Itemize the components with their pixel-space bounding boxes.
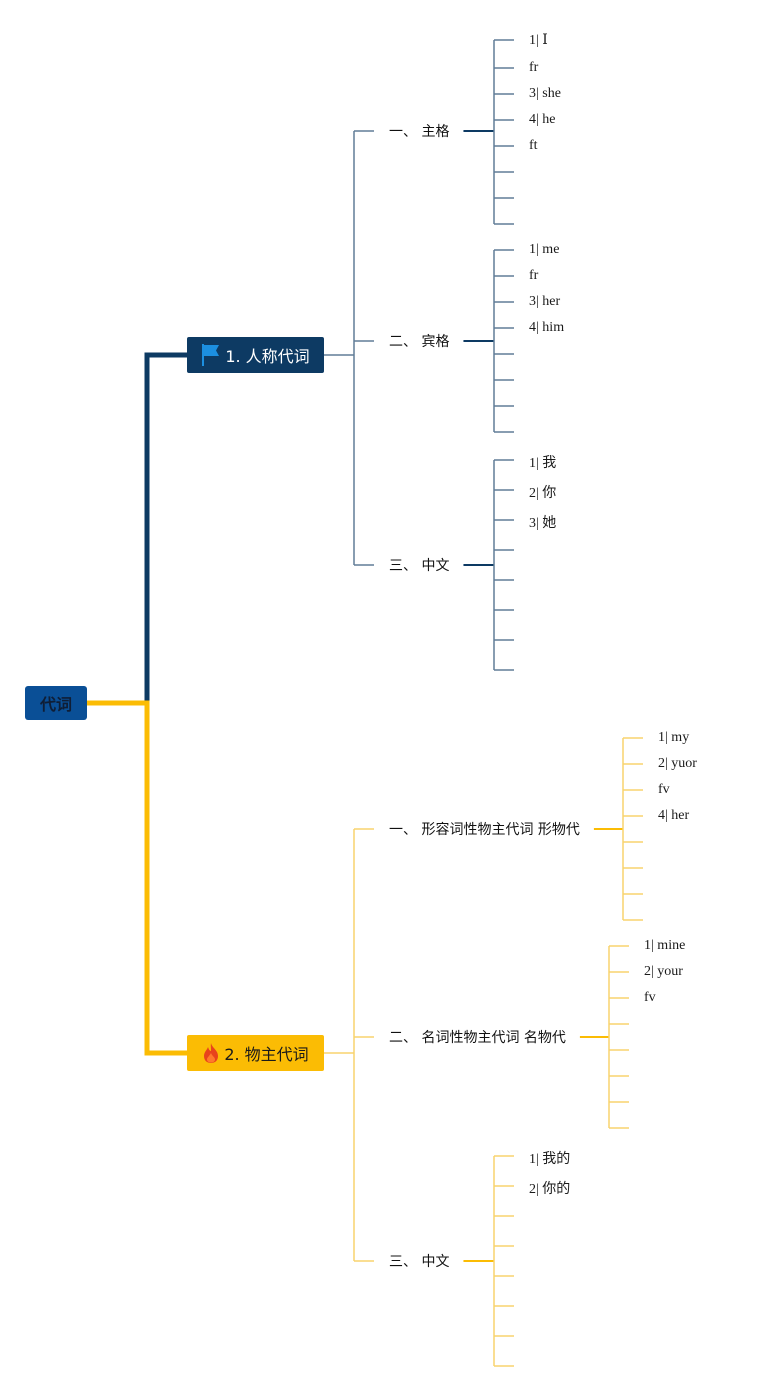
flag-icon: [201, 344, 221, 366]
leaf-item[interactable]: 1| 我: [529, 456, 557, 471]
leaf-item[interactable]: fr: [529, 60, 539, 75]
leaf-item[interactable]: 4| her: [658, 808, 690, 823]
leaf-item[interactable]: 4| him: [529, 320, 565, 335]
leaf-item[interactable]: fr: [529, 268, 539, 283]
subtopic-label[interactable]: 一、 主格: [389, 124, 450, 140]
leaf-item[interactable]: 1| my: [658, 730, 690, 745]
leaf-item[interactable]: 1| 我的: [529, 1152, 571, 1167]
leaf-item[interactable]: 4| he: [529, 112, 556, 127]
leaf-item[interactable]: 3| she: [529, 86, 561, 101]
leaf-item[interactable]: 1| mine: [644, 938, 686, 953]
leaf-item[interactable]: fv: [644, 990, 656, 1005]
subtopic-label[interactable]: 一、 形容词性物主代词 形物代: [389, 822, 580, 838]
branch-node-personal-pronouns[interactable]: 1. 人称代词: [187, 337, 324, 373]
leaf-item[interactable]: 3| her: [529, 294, 561, 309]
branch-label: 1. 人称代词: [225, 347, 310, 366]
subtopic-label[interactable]: 二、 宾格: [389, 334, 450, 350]
trunk-connector: [87, 700, 187, 1056]
leaf-item[interactable]: fv: [658, 782, 670, 797]
subtopic-label[interactable]: 三、 中文: [389, 558, 450, 574]
root-node[interactable]: 代词: [25, 686, 87, 720]
leaf-item[interactable]: 2| 你: [529, 486, 557, 501]
leaf-item[interactable]: 3| 她: [529, 516, 557, 531]
leaf-item[interactable]: 2| 你的: [529, 1182, 571, 1197]
leaf-item[interactable]: 1| Ⅰ: [529, 33, 548, 48]
subtopic-label[interactable]: 三、 中文: [389, 1254, 450, 1270]
leaf-item[interactable]: 2| your: [644, 964, 683, 979]
fire-icon: [202, 1042, 220, 1064]
trunk-connector: [87, 352, 187, 706]
branch-node-possessive-pronouns[interactable]: 2. 物主代词: [187, 1035, 324, 1071]
leaf-item[interactable]: 2| yuor: [658, 756, 697, 771]
leaf-item[interactable]: ft: [529, 138, 538, 153]
leaf-item[interactable]: 1| me: [529, 242, 560, 257]
branch-label: 2. 物主代词: [224, 1045, 309, 1064]
subtopic-label[interactable]: 二、 名词性物主代词 名物代: [389, 1030, 566, 1046]
